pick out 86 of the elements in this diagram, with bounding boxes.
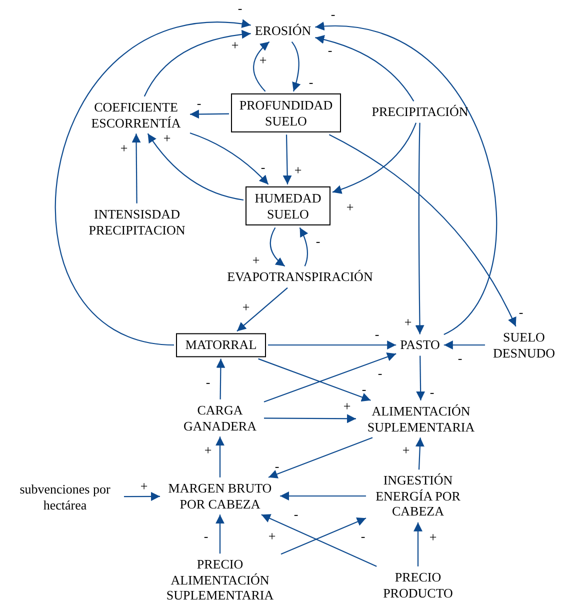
polarity-sign: -: [308, 76, 314, 88]
variable-label: COEFICIENTE ESCORRENTÍA: [84, 98, 188, 132]
polarity-sign: +: [203, 444, 213, 456]
causal-arrow: [415, 438, 424, 470]
variable-label: EVAPOTRANSPIRACIÓN: [225, 268, 375, 286]
variable-label: INGESTIÓN ENERGÍA POR CABEZA: [368, 472, 468, 520]
causal-arrow: [444, 340, 485, 350]
variable-label: PRECIO PRODUCTO: [374, 568, 462, 602]
causal-arrow: [124, 492, 160, 501]
causal-arrow: [258, 358, 371, 402]
causal-arrow: [264, 414, 356, 424]
polarity-sign: +: [139, 480, 149, 492]
causal-arrow: [216, 514, 224, 554]
polarity-sign: -: [202, 530, 210, 542]
causal-arrow: [132, 134, 141, 204]
causal-arrow: [264, 352, 396, 402]
variable-label: PRECIO ALIMENTACIÓN SUPLEMENTARIA: [161, 556, 279, 604]
causal-arrow: [291, 41, 301, 92]
stock-box: [246, 186, 330, 226]
variable-label: PASTO: [398, 336, 442, 354]
causal-arrow: [147, 133, 244, 201]
polarity-sign: +: [345, 200, 355, 214]
causal-arrow: [253, 41, 270, 92]
variable-label: EROSIÓN: [252, 22, 314, 40]
polarity-sign: -: [196, 96, 202, 110]
polarity-sign: -: [518, 306, 524, 318]
variable-label: INTENSISDAD PRECIPITACION: [76, 205, 198, 239]
variable-label: PROFUNDIDAD SUELO: [238, 97, 334, 129]
polarity-sign: +: [403, 316, 413, 328]
causal-arrow: [415, 122, 424, 334]
causal-arrow: [268, 437, 373, 478]
stock-box: [176, 333, 266, 357]
causal-arrow: [414, 522, 422, 566]
polarity-sign: +: [342, 400, 352, 412]
polarity-sign: +: [230, 38, 240, 52]
causal-arrow: [270, 227, 286, 267]
polarity-sign: -: [360, 382, 368, 396]
polarity-sign: +: [267, 530, 277, 542]
causal-arrow: [236, 287, 288, 332]
variable-label: CARGA GANADERA: [178, 401, 262, 435]
causal-arrow: [216, 436, 224, 478]
variable-label: MATORRAL: [184, 337, 258, 353]
polarity-sign: -: [236, 2, 244, 14]
polarity-sign: +: [293, 164, 303, 176]
polarity-sign: -: [204, 376, 212, 388]
polarity-sign: +: [258, 54, 268, 66]
causal-arrow: [261, 514, 377, 567]
causal-arrow: [332, 122, 416, 194]
polarity-sign: -: [260, 160, 266, 174]
polarity-sign: -: [274, 460, 280, 472]
polarity-sign: +: [162, 132, 172, 144]
polarity-sign: +: [428, 530, 438, 544]
polarity-sign: -: [330, 8, 336, 20]
polarity-sign: +: [119, 142, 129, 154]
causal-arrow: [315, 35, 414, 102]
stock-box: [231, 93, 341, 133]
polarity-sign: -: [292, 508, 300, 520]
causal-arrow: [282, 134, 292, 184]
causal-arrow: [315, 22, 498, 335]
polarity-sign: -: [374, 328, 380, 340]
causal-arrow: [216, 358, 226, 400]
polarity-sign: -: [428, 386, 436, 398]
causal-arrow: [299, 227, 308, 266]
variable-label: HUMEDAD SUELO: [254, 190, 322, 222]
causal-arrow: [416, 356, 426, 400]
causal-arrow: [144, 30, 251, 97]
causal-arrow: [280, 517, 366, 555]
polarity-sign: -: [376, 366, 384, 380]
variable-label: SUELO DESNUDO: [487, 328, 561, 362]
causal-arrow: [190, 132, 269, 185]
polarity-sign: +: [241, 300, 251, 314]
causal-arrow: [54, 20, 251, 346]
polarity-sign: +: [251, 254, 261, 266]
causal-arrow: [190, 110, 229, 119]
variable-label: ALIMENTACIÓN SUPLEMENTARIA: [358, 402, 484, 436]
polarity-sign: +: [401, 444, 411, 456]
variable-label: subvenciones por hectárea: [8, 480, 122, 514]
causal-arrow: [280, 492, 366, 500]
polarity-sign: -: [456, 352, 464, 364]
polarity-sign: -: [326, 44, 334, 56]
polarity-sign: -: [314, 234, 322, 248]
causal-arrow: [328, 134, 516, 327]
causal-arrow: [268, 340, 396, 350]
variable-label: PRECIPITACIÓN: [370, 103, 470, 121]
variable-label: MARGEN BRUTO POR CABEZA: [162, 479, 278, 513]
polarity-sign: -: [360, 530, 366, 542]
